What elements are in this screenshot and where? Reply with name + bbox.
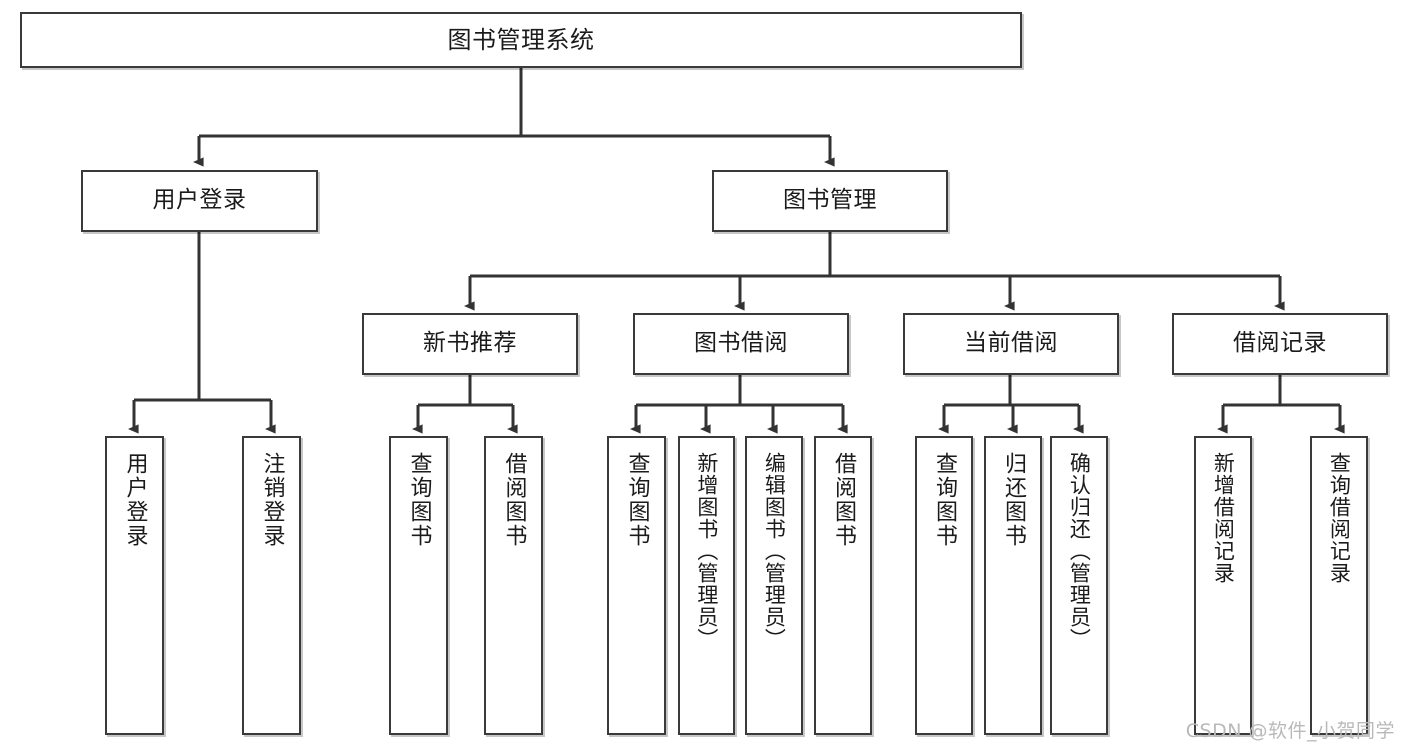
leaf-return-book-label: 归还图书 — [1000, 452, 1026, 548]
leaf-add-book[interactable]: 新增图书（管理员） — [678, 436, 735, 735]
node-borrow-record[interactable]: 借阅记录 — [1172, 313, 1388, 375]
leaf-query-book-3[interactable]: 查询图书 — [915, 436, 973, 735]
leaf-borrow-book-1[interactable]: 借阅图书 — [484, 436, 543, 735]
leaf-logout-login-label: 注销登录 — [259, 452, 285, 548]
node-current-borrow-label: 当前借阅 — [964, 330, 1058, 357]
leaf-query-book-1[interactable]: 查询图书 — [389, 436, 448, 735]
leaf-borrow-book-2-label: 借阅图书 — [830, 452, 856, 548]
node-current-borrow[interactable]: 当前借阅 — [903, 313, 1119, 375]
leaf-add-record-label: 新增借阅记录 — [1211, 452, 1236, 584]
node-book-manage-label: 图书管理 — [783, 187, 877, 214]
watermark: CSDN @软件_小贺同学 — [1185, 720, 1395, 742]
node-root[interactable]: 图书管理系统 — [20, 12, 1022, 68]
node-book-borrow[interactable]: 图书借阅 — [633, 313, 849, 375]
node-new-book-recommend-label: 新书推荐 — [423, 330, 517, 357]
leaf-user-login[interactable]: 用户登录 — [105, 436, 164, 735]
leaf-borrow-book-1-label: 借阅图书 — [501, 452, 527, 548]
node-user-login[interactable]: 用户登录 — [81, 170, 318, 232]
leaf-add-record[interactable]: 新增借阅记录 — [1194, 436, 1252, 735]
node-book-borrow-label: 图书借阅 — [694, 330, 788, 357]
node-new-book-recommend[interactable]: 新书推荐 — [362, 313, 578, 375]
leaf-edit-book[interactable]: 编辑图书（管理员） — [745, 436, 803, 735]
leaf-query-book-2[interactable]: 查询图书 — [607, 436, 666, 735]
leaf-query-record[interactable]: 查询借阅记录 — [1310, 436, 1368, 735]
leaf-borrow-book-2[interactable]: 借阅图书 — [814, 436, 872, 735]
leaf-user-login-label: 用户登录 — [122, 452, 148, 548]
node-book-manage[interactable]: 图书管理 — [712, 170, 948, 232]
leaf-confirm-return[interactable]: 确认归还（管理员） — [1050, 436, 1108, 735]
leaf-logout-login[interactable]: 注销登录 — [242, 436, 301, 735]
node-user-login-label: 用户登录 — [152, 187, 247, 214]
leaf-confirm-return-label: 确认归还（管理员） — [1067, 452, 1092, 650]
leaf-add-book-label: 新增图书（管理员） — [694, 452, 719, 650]
leaf-query-record-label: 查询借阅记录 — [1327, 452, 1352, 584]
leaf-query-book-3-label: 查询图书 — [931, 452, 957, 548]
node-root-label: 图书管理系统 — [447, 25, 595, 54]
leaf-return-book[interactable]: 归还图书 — [984, 436, 1042, 735]
leaf-query-book-1-label: 查询图书 — [406, 452, 432, 548]
leaf-query-book-2-label: 查询图书 — [624, 452, 650, 548]
leaf-edit-book-label: 编辑图书（管理员） — [762, 452, 787, 650]
node-borrow-record-label: 借阅记录 — [1233, 330, 1327, 357]
